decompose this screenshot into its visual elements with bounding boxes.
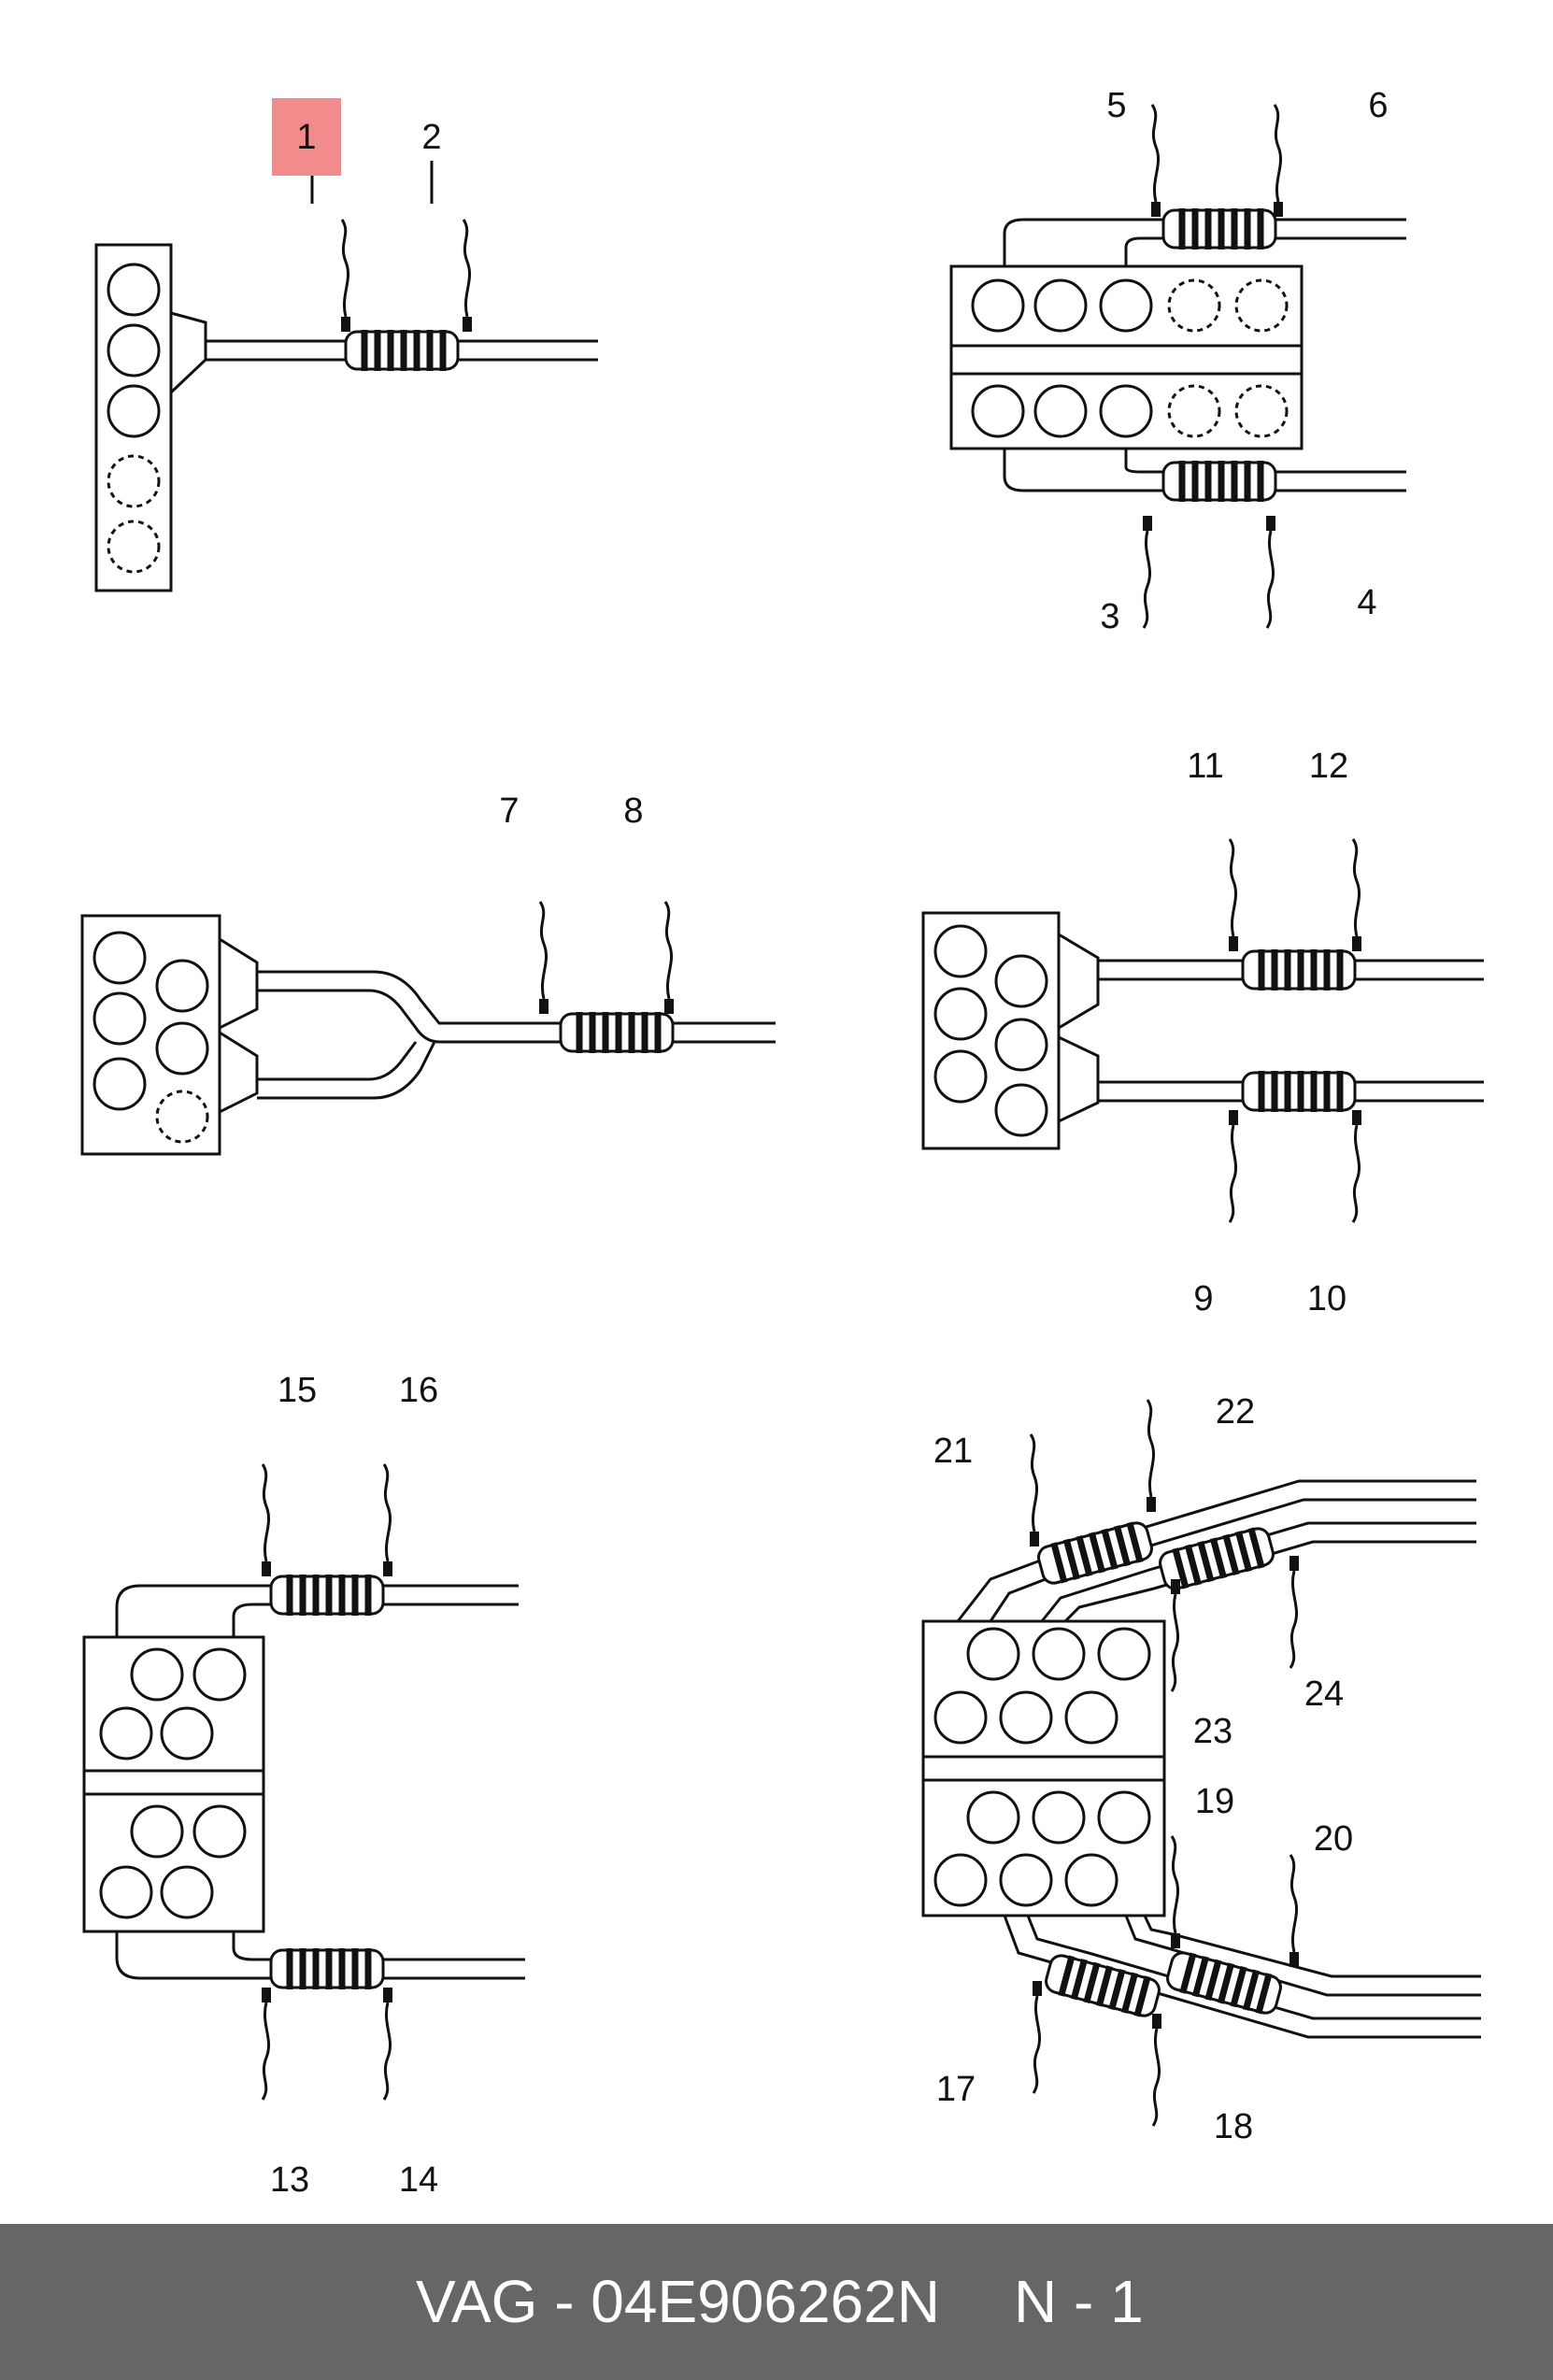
panel-v6-single-cat: 7 8 (80, 791, 776, 1156)
callout-9: 9 (1193, 1279, 1213, 1318)
callout-7: 7 (499, 791, 519, 831)
oxygen-sensor-location-diagram: 1 2 5 6 3 4 (80, 86, 1484, 2200)
callout-14: 14 (399, 2160, 438, 2200)
callout-1: 1 (296, 118, 316, 157)
panel-vr-engine: 15 16 13 14 (82, 1371, 525, 2200)
footer-bar: VAG - 04E906262N N - 1 (0, 2224, 1553, 2380)
callout-19: 19 (1195, 1782, 1234, 1821)
panel-w12-engine: 21 22 23 24 19 20 17 18 (921, 1392, 1481, 2146)
callout-23: 23 (1193, 1712, 1232, 1751)
callout-20: 20 (1314, 1819, 1353, 1859)
callout-16: 16 (399, 1371, 438, 1410)
callout-15: 15 (278, 1371, 317, 1410)
panel-v6-dual-cat: 11 12 9 10 (921, 747, 1484, 1318)
callout-4: 4 (1357, 583, 1376, 622)
callout-10: 10 (1307, 1279, 1346, 1318)
callout-17: 17 (936, 2070, 976, 2109)
page-indicator: N - 1 (1014, 2268, 1144, 2335)
callout-6: 6 (1368, 86, 1388, 125)
callout-22: 22 (1216, 1392, 1255, 1432)
callout-8: 8 (623, 791, 643, 831)
callout-13: 13 (270, 2160, 309, 2200)
callout-11: 11 (1187, 747, 1223, 786)
callout-18: 18 (1214, 2107, 1253, 2146)
callout-24: 24 (1304, 1675, 1344, 1714)
panel-v-engine-dual: 5 6 3 4 (949, 86, 1406, 636)
callout-21: 21 (933, 1432, 973, 1471)
highlight-box (272, 98, 341, 176)
callout-2: 2 (421, 118, 441, 157)
callout-3: 3 (1100, 597, 1119, 636)
panel-inline-engine: 1 2 (94, 98, 598, 592)
callout-12: 12 (1309, 747, 1348, 786)
callout-5: 5 (1106, 86, 1126, 125)
part-number: VAG - 04E906262N (416, 2268, 940, 2335)
